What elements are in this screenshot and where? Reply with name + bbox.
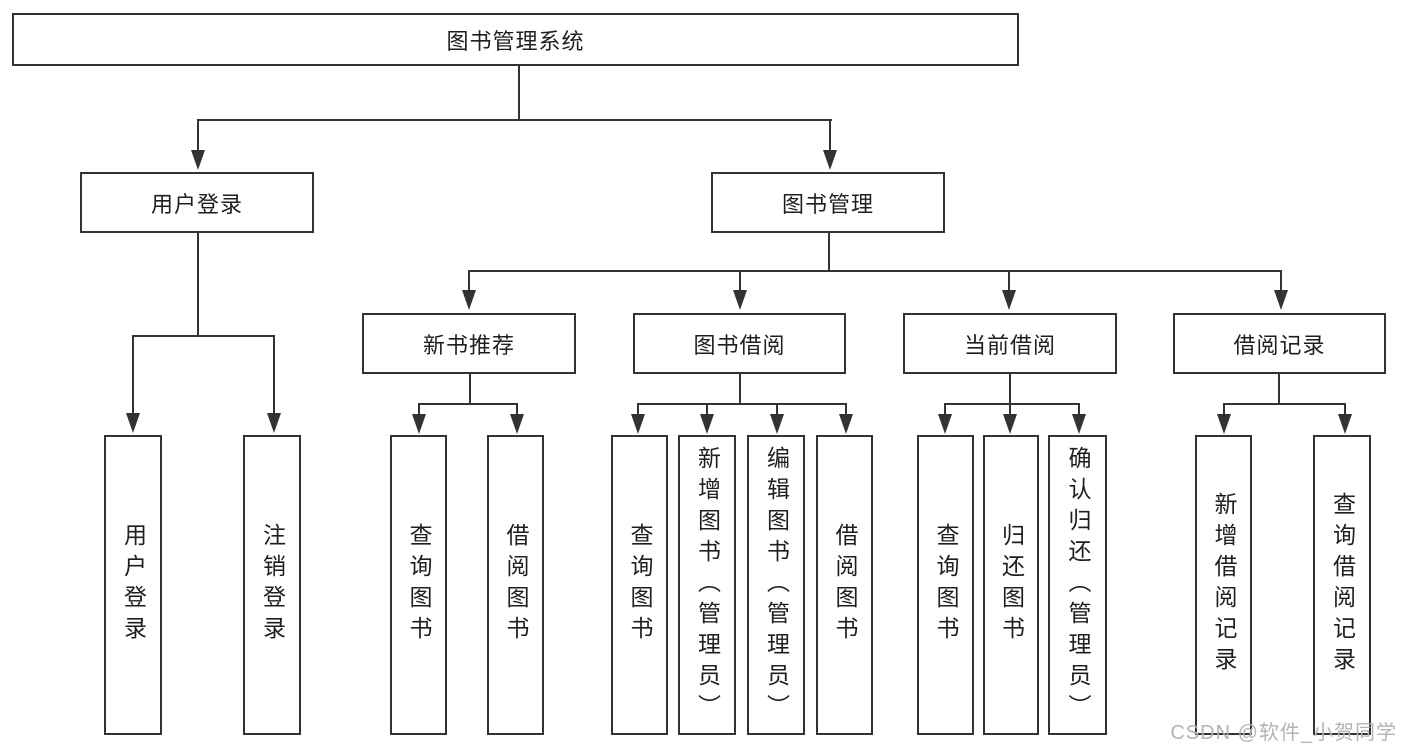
node-leaf-confirm-return-admin: 确认归还（管理员） xyxy=(1048,435,1107,735)
node-leaf-logout: 注销登录 xyxy=(243,435,301,735)
node-current-borrow: 当前借阅 xyxy=(903,313,1117,374)
node-leaf-user-login-label: 用户登录 xyxy=(120,523,147,647)
connector-line xyxy=(828,233,830,272)
node-book-management: 图书管理 xyxy=(711,172,945,233)
connector-line xyxy=(776,403,778,415)
connector-line xyxy=(1009,403,1011,415)
arrow-down-icon xyxy=(700,414,714,434)
arrow-down-icon xyxy=(1072,414,1086,434)
node-leaf-current-query-book-label: 查询图书 xyxy=(933,523,959,647)
arrow-down-icon xyxy=(191,150,205,170)
arrow-down-icon xyxy=(1003,414,1017,434)
node-leaf-add-book-admin-label: 新增图书（管理员） xyxy=(694,445,721,725)
arrow-down-icon xyxy=(938,414,952,434)
watermark: CSDN @软件_小贺同学 xyxy=(1170,722,1397,744)
node-book-borrow-label: 图书借阅 xyxy=(693,332,786,358)
node-book-management-label: 图书管理 xyxy=(781,191,874,217)
node-leaf-edit-book-admin: 编辑图书（管理员） xyxy=(747,435,805,735)
connector-line xyxy=(1280,270,1282,292)
node-user-login: 用户登录 xyxy=(80,172,314,233)
connector-line xyxy=(637,403,847,405)
connector-line xyxy=(1278,374,1280,405)
node-leaf-recommend-query-book-label: 查询图书 xyxy=(406,523,432,647)
node-new-book-recommend-label: 新书推荐 xyxy=(422,332,515,358)
node-leaf-borrow-borrow-book: 借阅图书 xyxy=(816,435,873,735)
connector-line xyxy=(273,335,275,413)
arrow-down-icon xyxy=(631,414,645,434)
arrow-down-icon xyxy=(126,413,140,433)
node-leaf-logout-label: 注销登录 xyxy=(259,523,286,647)
connector-line xyxy=(1223,403,1225,415)
connector-line xyxy=(1008,270,1010,292)
connector-line xyxy=(197,233,199,337)
connector-line xyxy=(518,66,520,121)
connector-line xyxy=(1009,374,1011,405)
connector-line xyxy=(197,119,199,151)
node-root-label: 图书管理系统 xyxy=(446,28,585,54)
node-leaf-return-book: 归还图书 xyxy=(983,435,1039,735)
arrow-down-icon xyxy=(1338,414,1352,434)
connector-line xyxy=(468,270,1282,272)
arrow-down-icon xyxy=(1274,290,1288,310)
connector-line xyxy=(197,119,832,121)
connector-line xyxy=(132,335,134,413)
connector-line xyxy=(418,403,420,415)
node-borrow-records-label: 借阅记录 xyxy=(1233,332,1326,358)
node-root: 图书管理系统 xyxy=(12,13,1019,66)
connector-line xyxy=(944,403,946,415)
node-leaf-add-borrow-record: 新增借阅记录 xyxy=(1195,435,1252,735)
connector-line xyxy=(469,374,471,405)
node-leaf-query-borrow-record: 查询借阅记录 xyxy=(1313,435,1371,735)
node-leaf-recommend-borrow-book: 借阅图书 xyxy=(487,435,544,735)
node-leaf-confirm-return-admin-label: 确认归还（管理员） xyxy=(1065,445,1091,725)
connector-line xyxy=(637,403,639,415)
node-borrow-records: 借阅记录 xyxy=(1173,313,1386,374)
connector-line xyxy=(468,270,470,292)
node-leaf-current-query-book: 查询图书 xyxy=(917,435,974,735)
node-leaf-edit-book-admin-label: 编辑图书（管理员） xyxy=(763,445,790,725)
node-leaf-user-login: 用户登录 xyxy=(104,435,162,735)
connector-line xyxy=(1223,403,1346,405)
arrow-down-icon xyxy=(1217,414,1231,434)
connector-line xyxy=(418,403,518,405)
connector-line xyxy=(739,374,741,405)
arrow-down-icon xyxy=(839,414,853,434)
node-leaf-return-book-label: 归还图书 xyxy=(998,523,1025,647)
arrow-down-icon xyxy=(733,290,747,310)
node-leaf-borrow-query-book: 查询图书 xyxy=(611,435,668,735)
node-leaf-recommend-query-book: 查询图书 xyxy=(390,435,447,735)
arrow-down-icon xyxy=(462,290,476,310)
connector-line xyxy=(944,403,1080,405)
node-user-login-label: 用户登录 xyxy=(150,191,243,217)
arrow-down-icon xyxy=(510,414,524,434)
connector-line xyxy=(516,403,518,415)
arrow-down-icon xyxy=(267,413,281,433)
node-book-borrow: 图书借阅 xyxy=(633,313,846,374)
arrow-down-icon xyxy=(823,150,837,170)
connector-line xyxy=(739,270,741,292)
connector-line xyxy=(1078,403,1080,415)
arrow-down-icon xyxy=(412,414,426,434)
connector-line xyxy=(1344,403,1346,415)
node-leaf-borrow-borrow-book-label: 借阅图书 xyxy=(832,523,858,647)
node-current-borrow-label: 当前借阅 xyxy=(963,332,1056,358)
connector-line xyxy=(845,403,847,415)
node-leaf-query-borrow-record-label: 查询借阅记录 xyxy=(1329,492,1356,678)
arrow-down-icon xyxy=(770,414,784,434)
node-leaf-add-book-admin: 新增图书（管理员） xyxy=(678,435,736,735)
connector-line xyxy=(132,335,275,337)
node-new-book-recommend: 新书推荐 xyxy=(362,313,576,374)
arrow-down-icon xyxy=(1002,290,1016,310)
node-leaf-recommend-borrow-book-label: 借阅图书 xyxy=(503,523,529,647)
node-leaf-borrow-query-book-label: 查询图书 xyxy=(627,523,653,647)
connector-line xyxy=(706,403,708,415)
node-leaf-add-borrow-record-label: 新增借阅记录 xyxy=(1211,492,1237,678)
connector-line xyxy=(829,119,831,151)
